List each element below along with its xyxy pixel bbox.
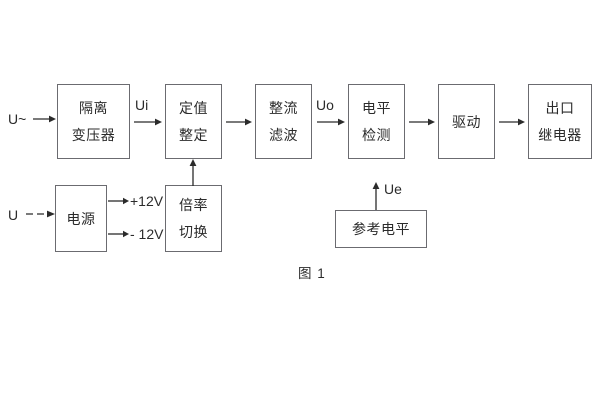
block-isolation-transformer-line2: 变压器 <box>71 127 116 143</box>
block-rectifier-filter-line2: 滤波 <box>269 127 298 143</box>
arrow-negative-rail-icon <box>108 229 130 239</box>
block-reference-level: 参考电平 <box>335 210 427 248</box>
arrow-multiplier-to-setting-icon <box>188 159 198 186</box>
figure-caption: 图 1 <box>298 266 326 281</box>
power-rail-negative-label: - 12V <box>130 226 164 242</box>
block-level-detection-line2: 检测 <box>362 127 391 143</box>
block-output-relay-line1: 出口 <box>545 100 575 116</box>
block-power-supply: 电源 <box>55 185 107 252</box>
block-setting-value: 定值 整定 <box>165 84 222 159</box>
arrow-reference-to-level-icon <box>371 182 381 210</box>
block-setting-value-line2: 整定 <box>179 127 208 143</box>
arrow-dc-to-power-supply-icon <box>26 209 56 219</box>
arrow-isolation-to-setting-icon <box>134 117 162 127</box>
block-drive-line1: 驱动 <box>452 113 481 130</box>
power-rail-positive-label: +12V <box>130 193 164 209</box>
block-reference-level-line1: 参考电平 <box>352 221 410 237</box>
block-output-relay-line2: 继电器 <box>538 127 582 143</box>
block-level-detection-line1: 电平 <box>362 100 391 116</box>
block-drive: 驱动 <box>438 84 495 159</box>
block-isolation-transformer-line1: 隔离 <box>79 100 108 116</box>
arrow-positive-rail-icon <box>108 196 130 206</box>
dc-input-label: U <box>8 207 19 223</box>
block-setting-value-line1: 定值 <box>179 100 208 116</box>
arrow-drive-to-relay-icon <box>499 117 525 127</box>
arrow-level-to-drive-icon <box>409 117 435 127</box>
block-rectifier-filter-line1: 整流 <box>269 100 298 116</box>
signal-ui-label: Ui <box>135 97 149 113</box>
block-multiplier-switch: 倍率 切换 <box>165 185 222 252</box>
block-multiplier-switch-line1: 倍率 <box>179 197 208 213</box>
block-rectifier-filter: 整流 滤波 <box>255 84 312 159</box>
arrow-setting-to-rectifier-icon <box>226 117 252 127</box>
signal-uo-label: Uo <box>316 97 334 113</box>
block-multiplier-switch-line2: 切换 <box>179 224 208 240</box>
block-power-supply-line1: 电源 <box>66 210 96 227</box>
ac-input-label: U~ <box>8 111 27 127</box>
block-isolation-transformer: 隔离 变压器 <box>57 84 130 159</box>
block-level-detection: 电平 检测 <box>348 84 405 159</box>
signal-ue-label: Ue <box>384 181 402 197</box>
arrow-rectifier-to-level-icon <box>317 117 345 127</box>
block-output-relay: 出口 继电器 <box>528 84 592 159</box>
arrow-ac-to-isolation-icon <box>33 114 57 124</box>
